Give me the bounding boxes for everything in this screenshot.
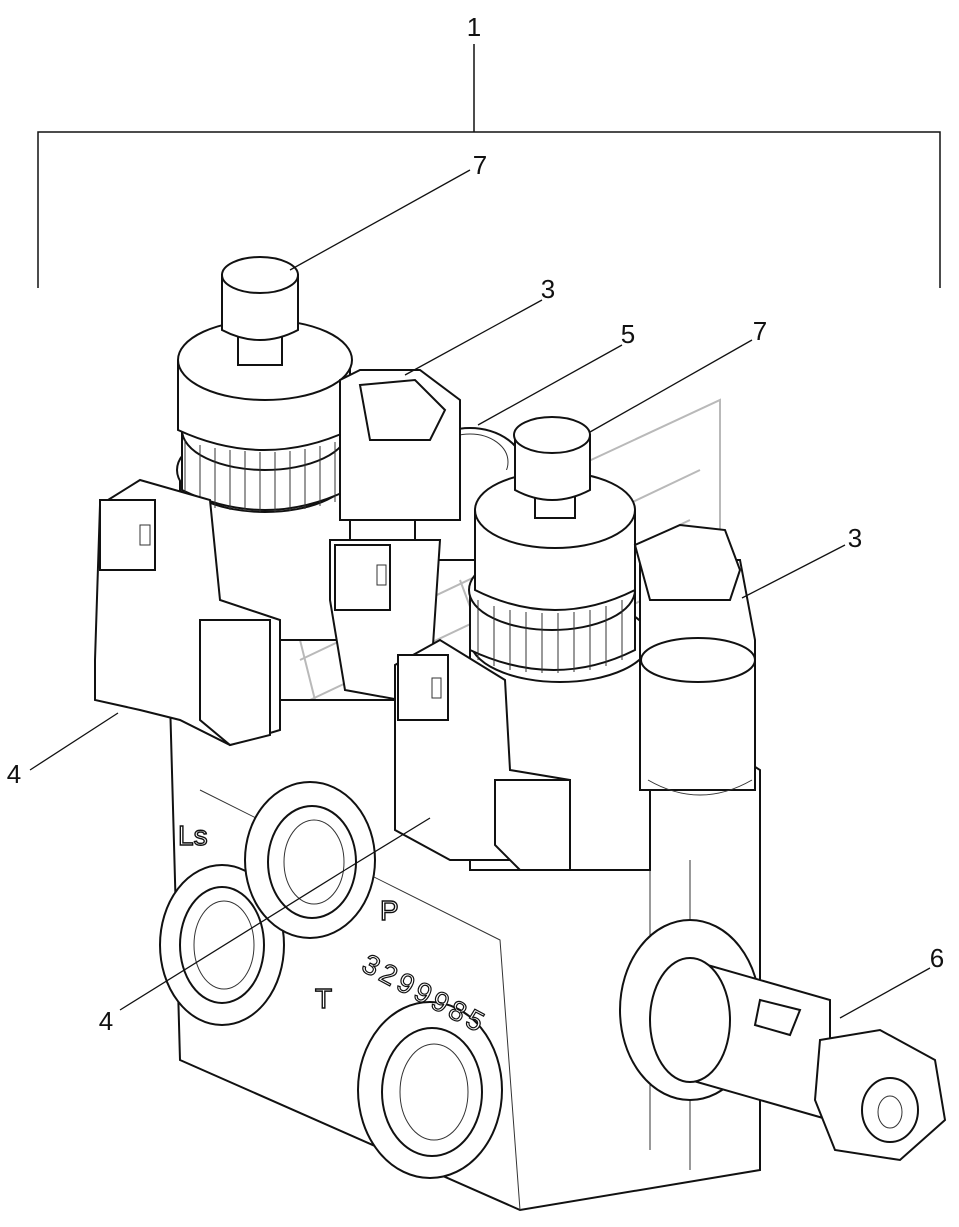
callout-plug-right: 7 (753, 316, 767, 346)
port-upper-center (244, 781, 376, 939)
marking-t: T (315, 983, 332, 1014)
callout-connector-top: 3 (541, 274, 555, 304)
callout-port-upper: 4 (7, 759, 21, 789)
port-tank (357, 1001, 503, 1179)
marking-ls: Ls (178, 820, 208, 851)
callout-connector-right: 3 (848, 523, 862, 553)
leader-lines (29, 169, 931, 1019)
port-lower-left (159, 864, 285, 1026)
marking-p: P (380, 895, 399, 926)
connector-right (633, 523, 756, 796)
callout-valve-body: 5 (621, 319, 635, 349)
connector-block-right (394, 638, 571, 871)
callout-port-lower: 4 (99, 1006, 113, 1036)
connector-block-left (94, 478, 281, 747)
connector-top (339, 369, 461, 521)
callout-assembly: 1 (467, 12, 481, 42)
assembly-bracket (37, 44, 941, 288)
callout-plug-top: 7 (473, 150, 487, 180)
callout-cartridge: 6 (930, 943, 944, 973)
cartridge-valve-6 (619, 919, 947, 1162)
